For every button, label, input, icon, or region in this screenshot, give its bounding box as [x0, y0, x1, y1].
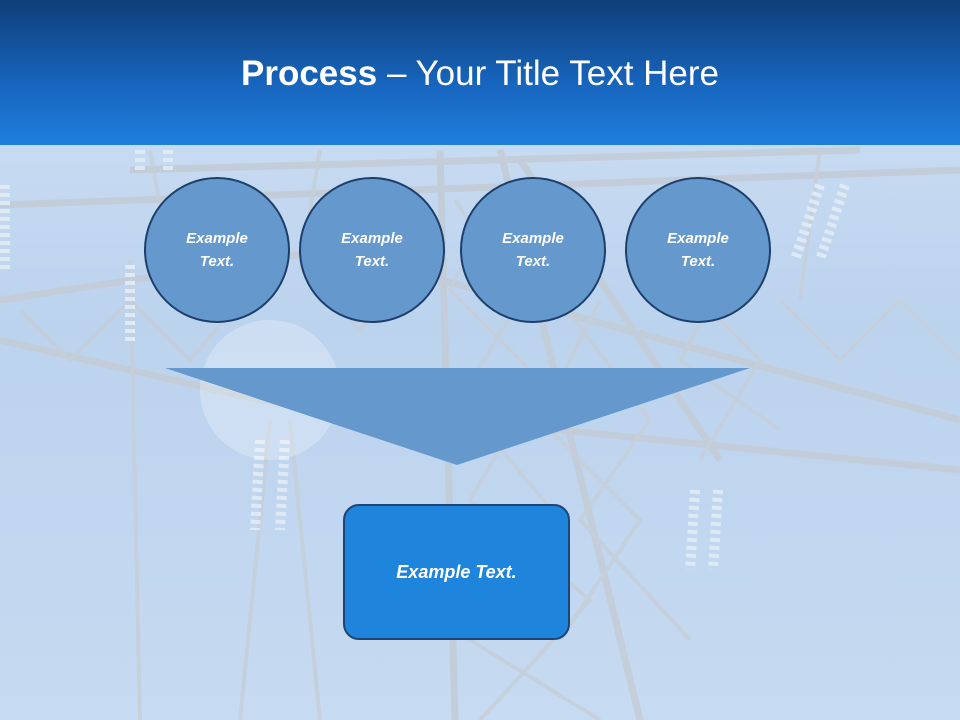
- process-circle-2: Example Text.: [299, 177, 445, 323]
- funnel-arrow: [165, 368, 750, 465]
- process-circle-2-text: Example Text.: [341, 230, 403, 270]
- process-circle-3-text: Example Text.: [502, 230, 564, 270]
- slide-title: Process – Your Title Text Here: [0, 52, 960, 96]
- result-box: Example Text.: [343, 504, 570, 640]
- title-rest-part: – Your Title Text Here: [377, 54, 719, 93]
- title-bold-part: Process: [241, 54, 378, 93]
- process-circle-4-text: Example Text.: [667, 230, 729, 270]
- process-circle-1-text: Example Text.: [186, 230, 248, 270]
- process-circle-3: Example Text.: [460, 177, 606, 323]
- title-bar: Process – Your Title Text Here: [0, 0, 960, 145]
- process-circle-4: Example Text.: [625, 177, 771, 323]
- process-circle-1: Example Text.: [144, 177, 290, 323]
- result-box-text: Example Text.: [396, 561, 517, 582]
